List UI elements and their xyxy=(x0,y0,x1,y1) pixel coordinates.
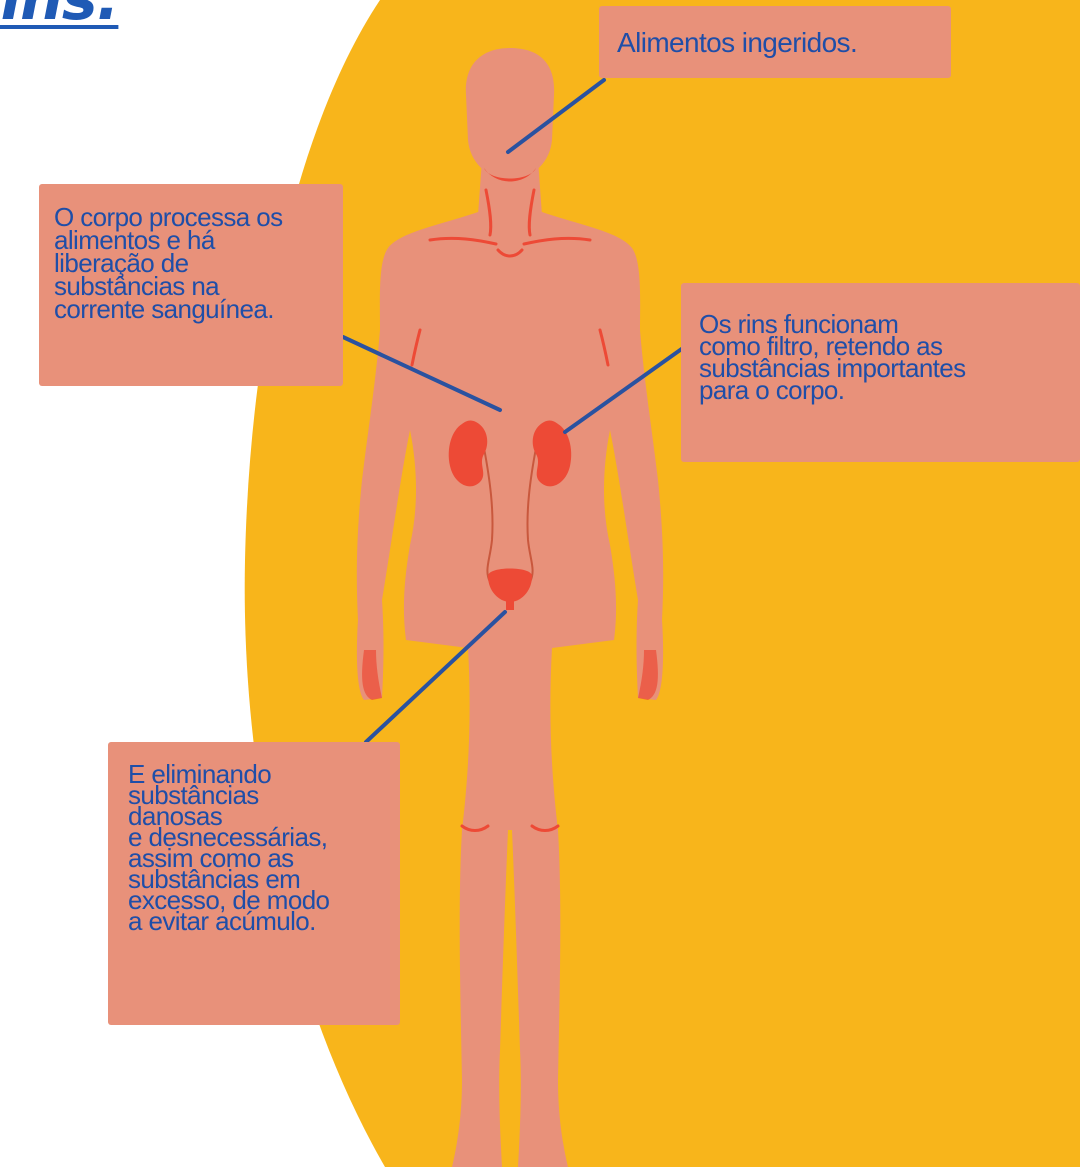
page-title: rins. xyxy=(0,0,118,34)
label-food: Alimentos ingeridos. xyxy=(599,6,951,78)
urethra xyxy=(506,600,514,610)
label-kidneys: Os rins funcionam como filtro, retendo a… xyxy=(681,283,1080,462)
label-processing: O corpo processa os alimentos e há liber… xyxy=(39,184,343,386)
label-elimination: E eliminando substâncias danosas e desne… xyxy=(108,742,400,1025)
